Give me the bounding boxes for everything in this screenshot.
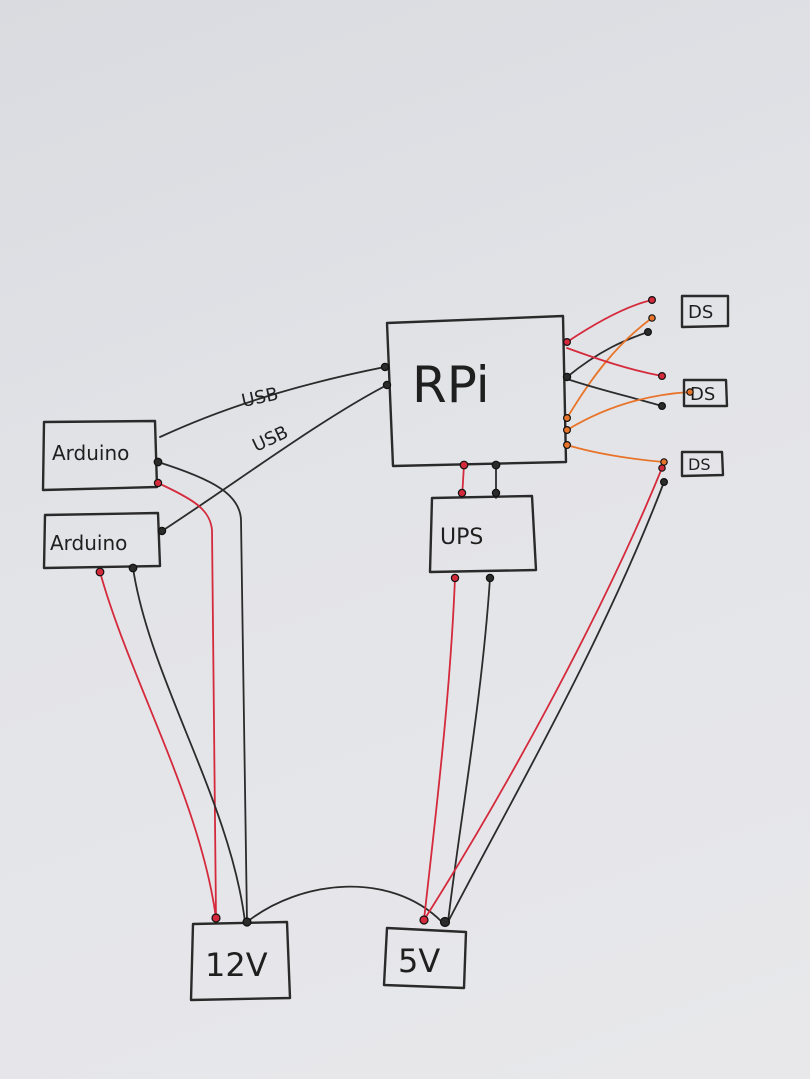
ds3-red-pin [658, 464, 666, 472]
ups-node: UPS [428, 494, 538, 574]
ds2-orange-wire [566, 391, 691, 431]
arduino-bottom-usb-pin [157, 526, 167, 536]
rpi-ds-black-pin [562, 372, 572, 382]
ds-3-label: DS [688, 455, 710, 474]
wires [99, 299, 691, 923]
rpi-usb-port-bottom [382, 380, 392, 390]
ds-1-node: DS [680, 294, 730, 329]
ds1-red-pin [647, 296, 656, 305]
ups-black-out-pin [485, 573, 495, 583]
ds1-black-pin [643, 328, 652, 337]
arduino-top-red-pin [153, 478, 163, 488]
ds1-red-wire [566, 299, 653, 343]
rpi-ds-orange-pin-2 [562, 426, 571, 435]
ds1-orange-wire [566, 317, 653, 419]
ds2-red-pin [657, 372, 666, 381]
arduino-top-black-wire [157, 461, 248, 923]
ds-2-node: DS [682, 378, 729, 408]
arduino-top-red-wire [157, 482, 217, 919]
ups-red-in-pin [457, 488, 467, 498]
arduino-bottom-black-wire [132, 567, 246, 923]
usb-wire-top [159, 366, 386, 438]
arduino-bottom-node: Arduino [42, 511, 162, 570]
arduino-bottom-label: Arduino [50, 531, 127, 555]
ds3-black-pin [659, 478, 668, 487]
ds2-black-wire [566, 378, 663, 407]
ds3-5v-red-wire [423, 467, 663, 921]
psu-5v-node: 5V [382, 926, 468, 990]
ups-black-in-pin [491, 488, 501, 498]
psu-5v-label: 5V [398, 942, 440, 980]
ground-link-wire [246, 885, 443, 923]
ds1-black-wire [566, 331, 649, 378]
ups-red-out-pin [450, 573, 460, 583]
rpi-ds-orange-pin-3 [562, 441, 571, 450]
rpi-red-pin [459, 460, 469, 470]
ups-5v-red-wire [423, 577, 456, 921]
arduino-top-black-pin [153, 457, 163, 467]
ups-5v-black-wire [447, 577, 491, 923]
rpi-usb-port-top [380, 362, 390, 372]
psu-12v-black-pin [242, 917, 252, 927]
arduino-top-node: Arduino [41, 419, 159, 492]
ds2-black-pin [657, 402, 666, 411]
psu-12v-red-pin [211, 913, 221, 923]
psu-5v-red-pin [419, 915, 429, 925]
ds-1-label: DS [688, 302, 713, 323]
psu-12v-node: 12V [189, 920, 292, 1002]
ds-2-label: DS [690, 384, 715, 405]
usb-label-top: USB [240, 384, 281, 412]
ds2-red-wire [566, 347, 663, 377]
psu-5v-black-pin [439, 916, 451, 928]
ds3-5v-black-wire [447, 481, 665, 923]
connector-dots [95, 296, 694, 928]
ds1-orange-pin [648, 314, 656, 322]
arduino-bottom-red-pin [95, 567, 105, 577]
arduino-top-label: Arduino [52, 441, 129, 465]
ds2-orange-pin [686, 388, 694, 396]
ds3-orange-wire [566, 444, 665, 463]
rpi-ds-orange-pin-1 [562, 414, 571, 423]
arduino-bottom-red-wire [99, 571, 217, 919]
arduino-bottom-black-pin [128, 563, 138, 573]
ds-3-node: DS [680, 450, 725, 478]
usb-wire-bottom [161, 384, 388, 532]
ups-label: UPS [440, 525, 483, 550]
rpi-ds-red-pin [562, 338, 571, 347]
usb-label-bottom: USB [249, 422, 291, 457]
rpi-label: RPi [412, 356, 490, 414]
rpi-black-pin [491, 460, 501, 470]
psu-12v-label: 12V [205, 946, 268, 984]
rpi-node: RPi [385, 314, 568, 468]
